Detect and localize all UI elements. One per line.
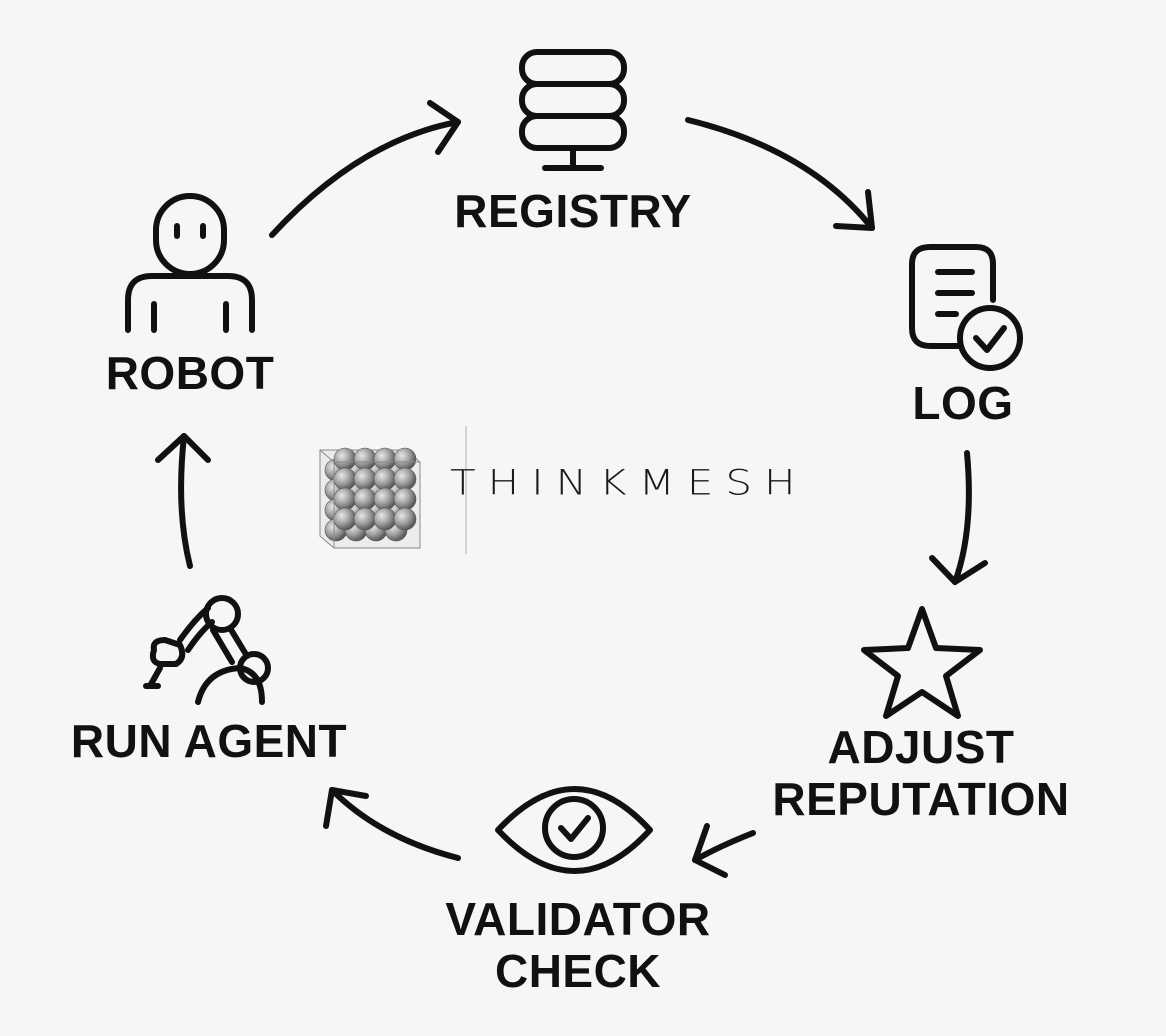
label-validator-check: VALIDATOR CHECK: [445, 893, 711, 997]
logo-sphere: [333, 447, 357, 471]
logo-sphere: [333, 467, 357, 491]
logo-sphere: [373, 447, 397, 471]
label-robot: ROBOT: [105, 347, 275, 399]
arrow-registry-to-log: [685, 117, 875, 231]
logo-sphere: [393, 447, 417, 471]
label-log: LOG: [912, 377, 1014, 429]
arrow-log-to-adjust: [929, 450, 988, 585]
logo-sphere: [333, 487, 357, 511]
logo-sphere: [373, 507, 397, 531]
star-icon: [861, 606, 983, 719]
arrow-robot-to-registry: [269, 100, 461, 238]
thinkmesh-logo: [319, 447, 421, 549]
label-adjust-reputation: ADJUST REPUTATION: [772, 721, 1070, 825]
logo-sphere: [373, 467, 397, 491]
arrow-runagent-to-robot: [155, 433, 211, 569]
robotic-arm-icon: [143, 595, 271, 705]
logo-sphere: [393, 487, 417, 511]
logo-sphere: [353, 507, 377, 531]
document-check-icon: [909, 244, 1023, 371]
logo-sphere: [333, 507, 357, 531]
robot-icon: [125, 193, 255, 333]
server-icon: [519, 49, 627, 171]
logo-sphere: [353, 487, 377, 511]
logo-sphere: [393, 507, 417, 531]
logo-sphere: [393, 467, 417, 491]
label-run-agent: RUN AGENT: [70, 715, 348, 767]
logo-sphere: [353, 447, 377, 471]
brand-name: THINKMESH: [450, 462, 808, 503]
logo-sphere: [373, 487, 397, 511]
label-registry: REGISTRY: [454, 185, 692, 237]
arrow-validator-to-runagent: [323, 787, 461, 861]
eye-check-icon: [495, 786, 653, 874]
arrow-adjust-to-validator: [692, 823, 756, 878]
logo-sphere: [353, 467, 377, 491]
